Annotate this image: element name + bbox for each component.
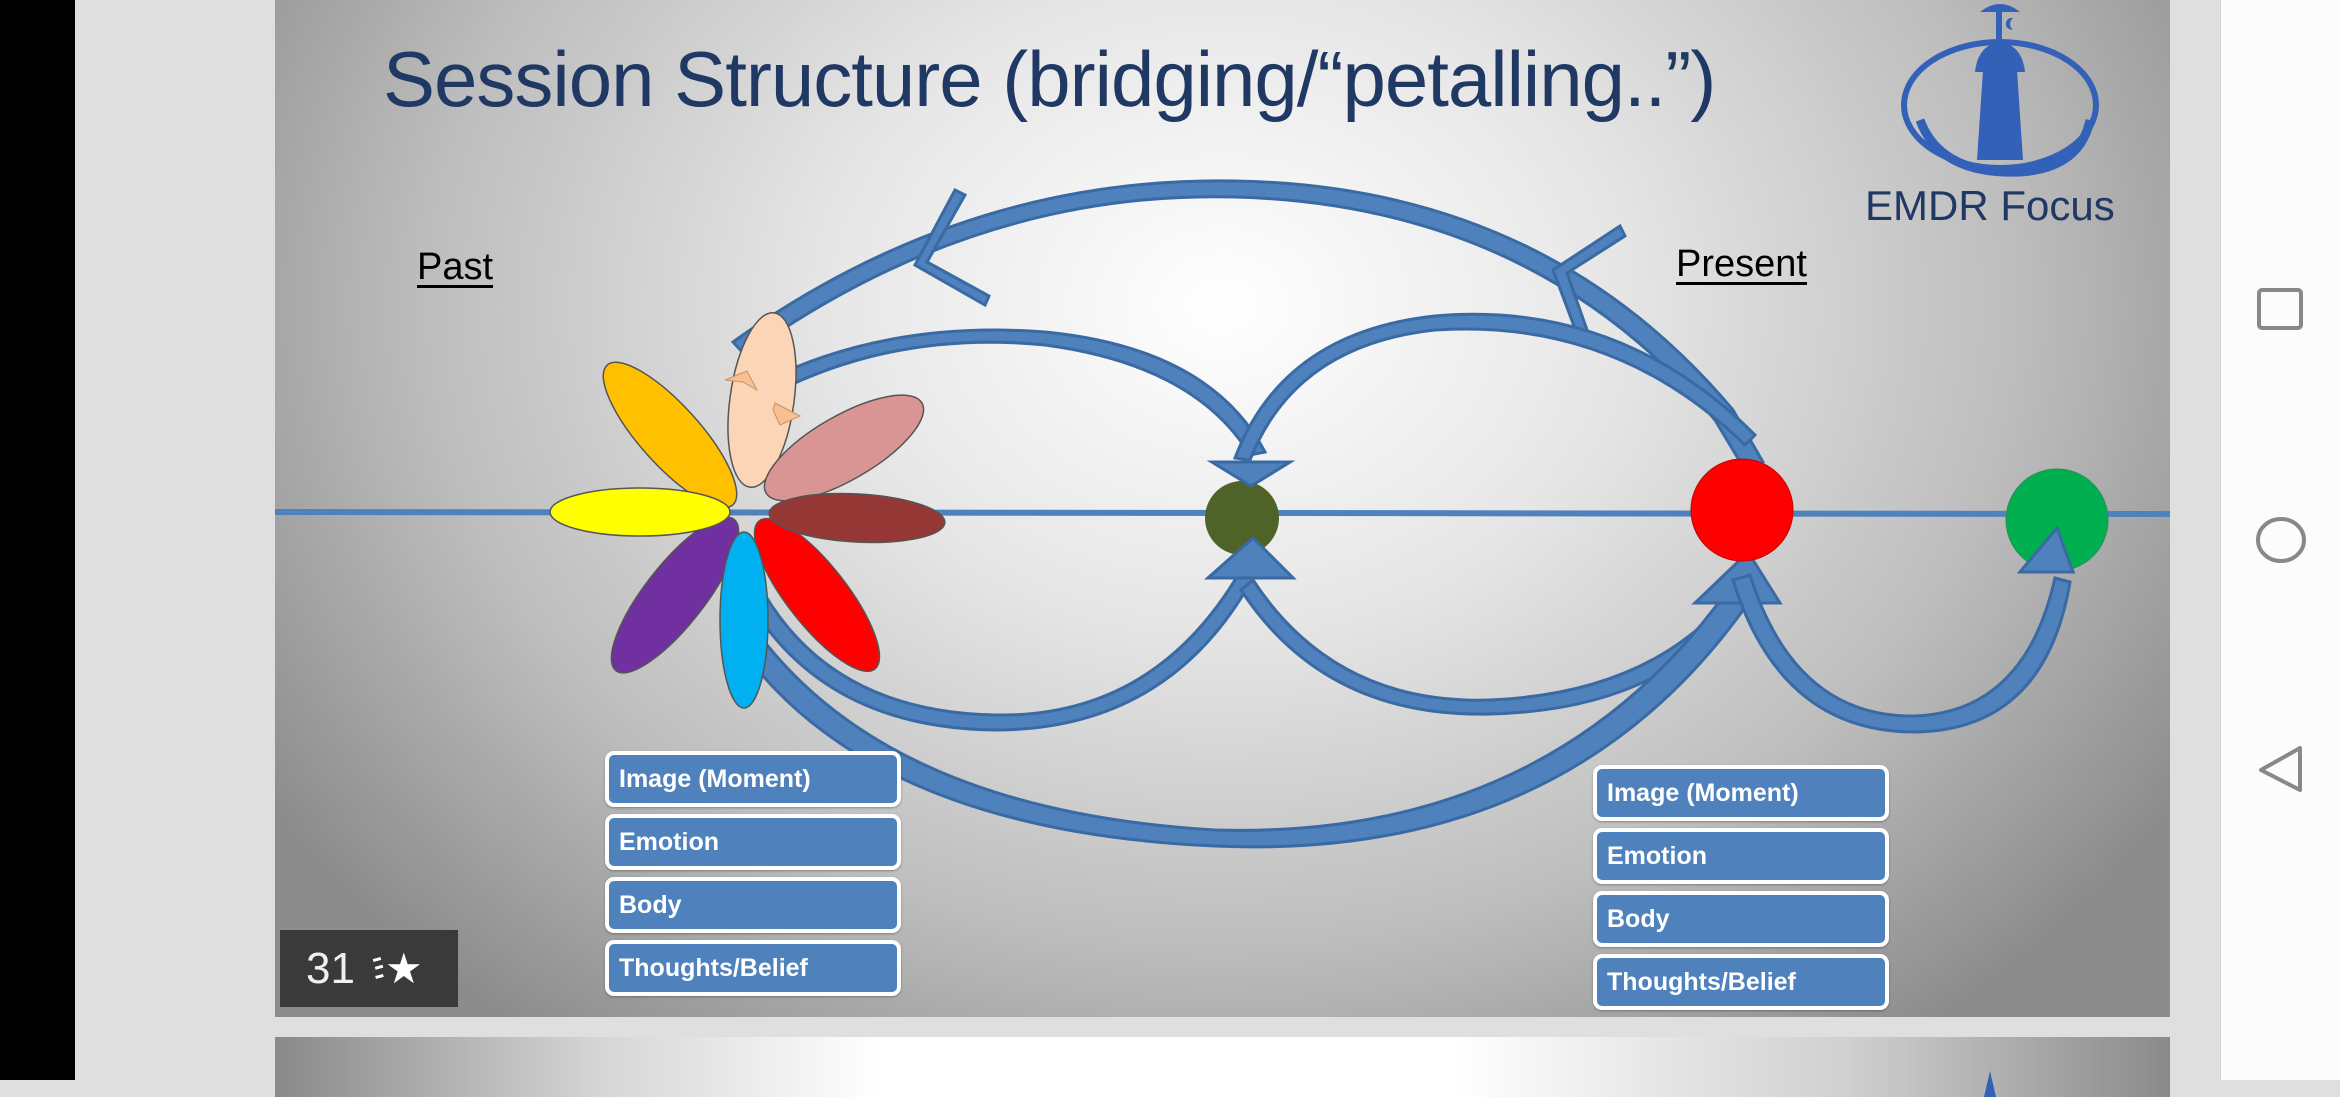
present-box-thoughts: Thoughts/Belief [1593,954,1889,1010]
next-slide-preview[interactable] [275,1037,2170,1097]
mid-node [1205,481,1279,555]
arrow-present-to-future [1731,573,2072,734]
flower-petals [549,311,946,709]
lighthouse-logo-icon [1984,1071,1996,1097]
small-arrow-icon [772,402,802,426]
past-box-thoughts: Thoughts/Belief [605,940,901,996]
petal-cyan [719,531,769,709]
present-label: Present [1676,243,1807,285]
arrow-right-upper-loop [1232,312,1758,462]
present-box-emotion: Emotion [1593,828,1889,884]
present-box-image: Image (Moment) [1593,765,1889,821]
petal-maroon [768,492,946,544]
logo-text: EMDR Focus [1865,182,2115,229]
back-button[interactable] [2221,710,2340,830]
present-node [1690,458,1794,562]
arrow-left-upper-loop [760,328,1268,457]
favorite-star-icon[interactable]: ★ [384,945,423,992]
recents-button[interactable] [2221,250,2340,370]
past-box-stack: Image (Moment) Emotion Body Thoughts/Bel… [605,751,901,1003]
past-box-emotion: Emotion [605,814,901,870]
circle-home-icon [2256,517,2306,563]
slide-title: Session Structure (bridging/“petalling..… [383,35,1716,123]
chevron-left-icon [912,188,991,308]
past-box-body: Body [605,877,901,933]
petal-pink [763,394,925,502]
small-arrow-icon [724,370,759,392]
present-box-body: Body [1593,891,1889,947]
petal-peach [727,311,797,489]
petal-yellow [549,487,731,537]
petal-purple [610,516,740,674]
present-box-stack: Image (Moment) Emotion Body Thoughts/Bel… [1593,765,1889,1017]
petalling-diagram [275,179,2170,849]
petal-orange [602,361,738,509]
home-button[interactable] [2221,480,2340,600]
android-navigation-bar [2220,0,2340,1080]
slide-31[interactable]: Session Structure (bridging/“petalling..… [275,0,2170,1017]
petal-red [753,517,881,673]
slide-number-badge[interactable]: 31 ★ [280,930,458,1007]
slide-number: 31 [306,943,355,993]
triangle-back-icon [2259,746,2302,792]
past-box-image: Image (Moment) [605,751,901,807]
square-recents-icon [2257,288,2303,330]
left-black-bar [0,0,75,1080]
past-label: Past [417,246,494,288]
lighthouse-logo-icon [1901,4,2099,177]
slide-viewer[interactable]: Session Structure (bridging/“petalling..… [75,0,2220,1097]
